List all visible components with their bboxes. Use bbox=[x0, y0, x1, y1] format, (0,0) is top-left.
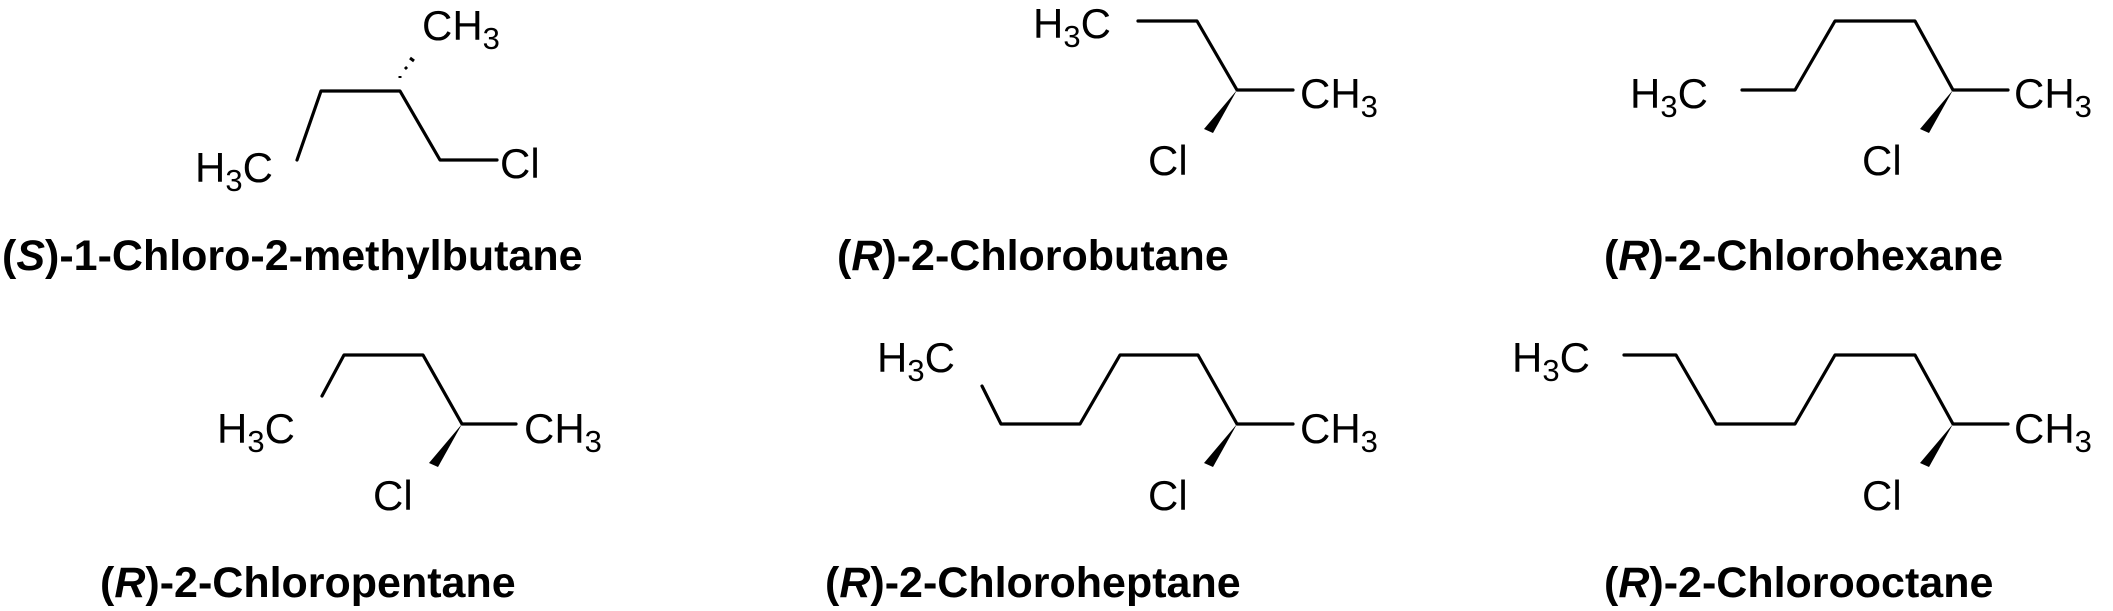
skeleton-bonds bbox=[1740, 19, 2010, 92]
atom-chlorine: Cl bbox=[1148, 137, 1188, 184]
atom-chlorine: Cl bbox=[1862, 137, 1902, 184]
compound-name: (R)-2-Chlorooctane bbox=[1604, 559, 1993, 607]
compound-r-2-chlorooctane: H3C CH3 Cl (R)-2-Chlorooctane bbox=[1512, 334, 2092, 607]
skeleton-bonds bbox=[1622, 353, 2010, 426]
compound-name: (R)-2-Chlorobutane bbox=[837, 232, 1229, 280]
atom-methyl-left: H3C bbox=[1630, 70, 1708, 124]
skeleton-bonds bbox=[980, 353, 1295, 426]
solid-wedge-bond bbox=[429, 424, 462, 467]
compound-name: (S)-1-Chloro-2-methylbutane bbox=[2, 232, 583, 280]
solid-wedge-bond bbox=[1204, 90, 1237, 133]
atom-methyl-top: CH3 bbox=[422, 2, 500, 56]
compound-r-2-chloropentane: H3C CH3 Cl (R)-2-Chloropentane bbox=[100, 353, 602, 607]
atom-chlorine: Cl bbox=[1148, 472, 1188, 519]
compound-r-2-chlorobutane: H3C CH3 Cl (R)-2-Chlorobutane bbox=[837, 0, 1378, 280]
atom-methyl-left: H3C bbox=[195, 144, 273, 198]
solid-wedge-bond bbox=[1920, 424, 1953, 467]
compound-s-1-chloro-2-methylbutane: CH3 H3C Cl (S)-1-Chloro-2-methylbutane bbox=[2, 2, 583, 280]
compound-name: (R)-2-Chloropentane bbox=[100, 559, 516, 607]
atom-methyl-left: H3C bbox=[1512, 334, 1590, 388]
atom-methyl-right: CH3 bbox=[2014, 70, 2092, 124]
compound-name: (R)-2-Chlorohexane bbox=[1604, 232, 2003, 280]
compound-r-2-chlorohexane: H3C CH3 Cl (R)-2-Chlorohexane bbox=[1604, 19, 2092, 280]
atom-chlorine: Cl bbox=[500, 140, 540, 187]
compound-r-2-chloroheptane: H3C CH3 Cl (R)-2-Chloroheptane bbox=[825, 334, 1378, 607]
atom-methyl-left: H3C bbox=[1033, 0, 1111, 54]
compound-name: (R)-2-Chloroheptane bbox=[825, 559, 1241, 607]
atom-methyl-right: CH3 bbox=[524, 405, 602, 459]
solid-wedge-bond bbox=[1920, 90, 1953, 133]
skeleton-bonds bbox=[295, 89, 499, 162]
hashed-wedge-bond bbox=[398, 56, 415, 78]
atom-chlorine: Cl bbox=[1862, 472, 1902, 519]
atom-chlorine: Cl bbox=[373, 472, 413, 519]
skeleton-bonds bbox=[1136, 19, 1295, 92]
atom-methyl-right: CH3 bbox=[2014, 405, 2092, 459]
atom-methyl-left: H3C bbox=[217, 405, 295, 459]
skeleton-bonds bbox=[320, 353, 518, 426]
atom-methyl-right: CH3 bbox=[1300, 70, 1378, 124]
atom-methyl-right: CH3 bbox=[1300, 405, 1378, 459]
solid-wedge-bond bbox=[1204, 424, 1237, 467]
atom-methyl-left: H3C bbox=[877, 334, 955, 388]
